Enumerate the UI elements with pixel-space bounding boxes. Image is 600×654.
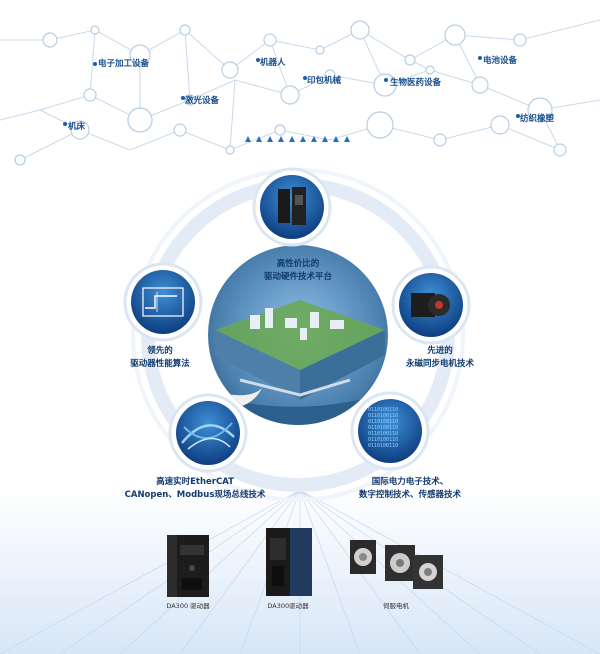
center-label-line2: 驱动硬件技术平台 bbox=[263, 272, 332, 282]
product-label-drive-2: DA300驱动器 bbox=[267, 602, 309, 610]
up-arrow-head bbox=[300, 136, 306, 142]
feature-fieldbus-line2: CANopen、Modbus现场总线技术 bbox=[124, 490, 266, 500]
feature-label-algorithm: 领先的 驱动器性能算法 bbox=[105, 345, 215, 371]
feature-electronics-line1: 国际电力电子技术、 bbox=[371, 477, 449, 487]
node-label-biomedical-equipment: 生物医药设备 bbox=[390, 78, 442, 88]
product-motor-image bbox=[350, 540, 443, 589]
upward-arrows bbox=[245, 136, 350, 168]
center-platform-label: 高性价比的 驱动硬件技术平台 bbox=[238, 258, 358, 284]
up-arrow-head bbox=[245, 136, 251, 142]
feature-label-fieldbus: 高速实时EtherCAT CANopen、Modbus现场总线技术 bbox=[100, 476, 290, 502]
up-arrow-head bbox=[333, 136, 339, 142]
feature-electronics-line2: 数字控制技术、传感器技术 bbox=[358, 490, 461, 500]
feature-algorithm-line1: 领先的 bbox=[147, 346, 173, 356]
node-label-textile-rubber: 纺织橡塑 bbox=[520, 114, 555, 124]
product-label-drive-1: DA300 驱动器 bbox=[166, 602, 210, 610]
feature-fieldbus-line1: 高速实时EtherCAT bbox=[156, 477, 234, 487]
feature-motor-line1: 先进的 bbox=[427, 346, 453, 356]
feature-label-motor: 先进的 永磁同步电机技术 bbox=[380, 345, 500, 371]
center-platform-illustration bbox=[206, 243, 390, 427]
node-label-machine-tool: 机床 bbox=[68, 122, 86, 132]
product-drive-2-image bbox=[266, 528, 312, 596]
up-arrow-head bbox=[311, 136, 317, 142]
up-arrow-head bbox=[289, 136, 295, 142]
node-label-robot: 机器人 bbox=[260, 58, 286, 68]
up-arrow-head bbox=[344, 136, 350, 142]
feature-algorithm-line2: 驱动器性能算法 bbox=[130, 359, 190, 369]
product-label-motor: 伺服电机 bbox=[383, 602, 409, 610]
up-arrow-head bbox=[256, 136, 262, 142]
node-label-laser-equipment: 激光设备 bbox=[185, 96, 220, 106]
product-drive-1-image bbox=[167, 535, 209, 597]
center-label-line1: 高性价比的 bbox=[276, 259, 320, 269]
up-arrow-head bbox=[278, 136, 284, 142]
network-nodes bbox=[14, 20, 567, 166]
up-arrow-head bbox=[267, 136, 273, 142]
feature-label-electronics: 国际电力电子技术、 数字控制技术、传感器技术 bbox=[325, 476, 495, 502]
node-label-battery-equipment: 电池设备 bbox=[483, 56, 518, 66]
up-arrow-head bbox=[322, 136, 328, 142]
feature-motor-line2: 永磁同步电机技术 bbox=[405, 359, 474, 369]
network-label-dots bbox=[63, 56, 520, 126]
node-label-printing-packaging: 印包机械 bbox=[307, 76, 342, 86]
node-label-electronics-equipment: 电子加工设备 bbox=[98, 59, 150, 69]
